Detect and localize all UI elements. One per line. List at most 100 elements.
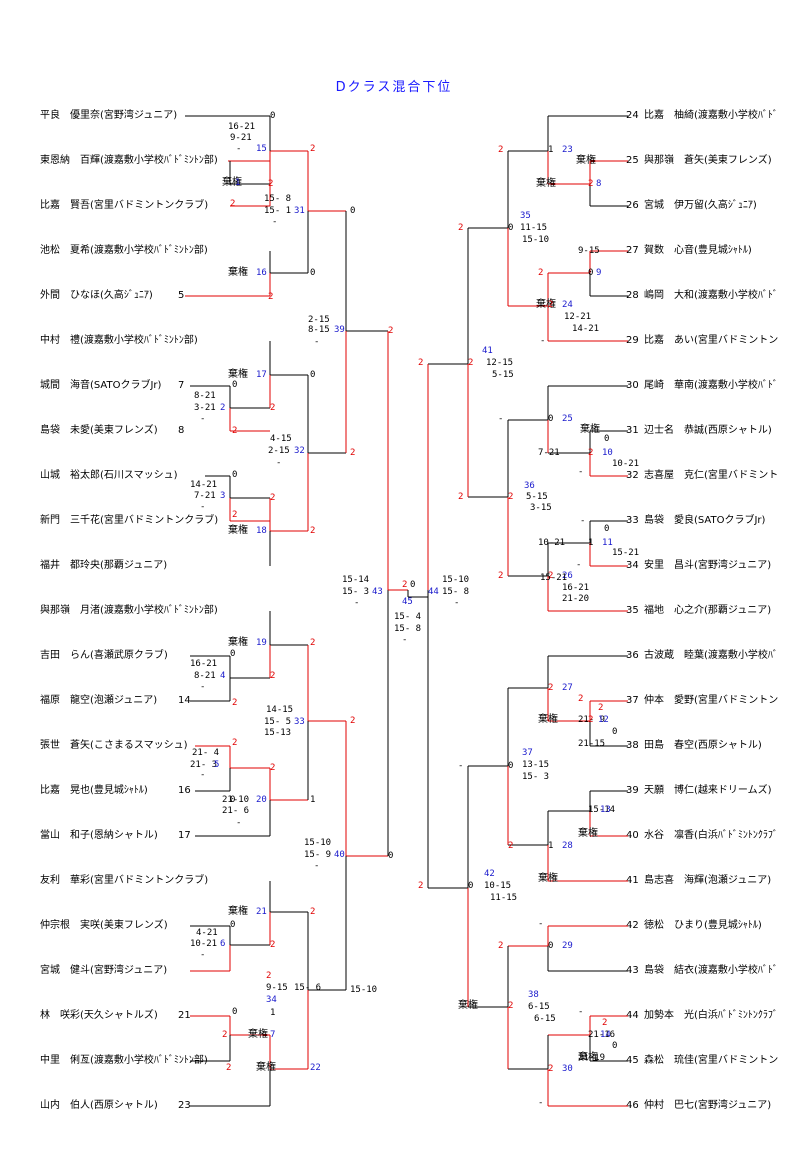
- score-label: 2: [350, 448, 355, 458]
- score-label: 15- 5: [264, 717, 291, 727]
- right-player-43: 島袋 結衣(渡嘉敷小学校ﾊﾞﾄﾞ: [644, 965, 778, 976]
- score-label: 15- 6: [294, 983, 321, 993]
- left-player-21: 林 咲彩(天久シャトルズ): [40, 1010, 158, 1022]
- score-label: -: [458, 761, 463, 771]
- walkover-label: 棄権: [576, 153, 596, 166]
- score-label: 11-15: [520, 223, 547, 233]
- player-name: 山城 裕太郎(石川スマッシュ): [40, 470, 178, 481]
- player-number: 35: [626, 605, 639, 616]
- score-label: 0: [548, 414, 553, 424]
- match-number: 23: [562, 145, 573, 155]
- player-number: 28: [626, 290, 639, 301]
- score-label: 2: [418, 358, 423, 368]
- player-name: 當山 和子(恩納シャトル): [40, 830, 158, 841]
- match-number: 20: [256, 795, 267, 805]
- match-number: 5: [214, 760, 219, 770]
- score-label: 2: [588, 448, 593, 458]
- match-number: 34: [266, 995, 277, 1005]
- score-label: 0: [232, 470, 237, 480]
- score-label: 15-14: [342, 575, 369, 585]
- match-number: 44: [428, 587, 439, 597]
- score-label: 2: [268, 292, 273, 302]
- score-label: 2: [508, 1001, 513, 1011]
- score-label: 2: [310, 144, 315, 154]
- score-label: -: [576, 560, 581, 570]
- score-label: -: [276, 458, 281, 468]
- player-number: 32: [626, 470, 639, 481]
- score-label: 2: [548, 300, 553, 310]
- score-label: 0: [468, 881, 473, 891]
- score-label: 0: [508, 223, 513, 233]
- match-number: 42: [484, 869, 495, 879]
- score-label: 4-21: [196, 928, 218, 938]
- score-label: 2: [508, 492, 513, 502]
- right-player-34: 安里 昌斗(宮野湾ジュニア): [644, 560, 772, 571]
- score-label: 2: [498, 571, 503, 581]
- right-player-29: 比嘉 あい(宮里バドミントン: [644, 335, 779, 346]
- score-label: 2: [508, 841, 513, 851]
- player-number: 41: [626, 875, 639, 886]
- score-label: 0: [230, 795, 235, 805]
- left-player-9: 山城 裕太郎(石川スマッシュ): [40, 470, 178, 482]
- player-number: 5: [178, 290, 185, 301]
- right-player-27: 賀数 心音(豊見城ｼｬﾄﾙ): [644, 245, 752, 256]
- left-player-1: 平良 優里奈(宮野湾ジュニア): [40, 110, 177, 122]
- score-label: 13-15: [522, 760, 549, 770]
- match-number: 45: [402, 597, 413, 607]
- score-label: -: [200, 770, 205, 780]
- player-number: 31: [626, 425, 639, 436]
- score-label: -: [402, 635, 407, 645]
- player-name: 島袋 未愛(美東フレンズ): [40, 425, 158, 436]
- player-number: 26: [626, 200, 639, 211]
- score-label: 2: [310, 638, 315, 648]
- match-number: 19: [256, 638, 267, 648]
- score-label: 2: [468, 358, 473, 368]
- score-label: 1: [548, 841, 553, 851]
- walkover-label: 棄権: [228, 367, 248, 380]
- player-name: 外間 ひなほ(久高ｼﾞｭﾆｱ): [40, 290, 153, 301]
- player-number: 29: [626, 335, 639, 346]
- left-player-8: 島袋 未愛(美東フレンズ): [40, 425, 158, 437]
- score-label: -: [236, 818, 241, 828]
- player-number: 17: [178, 830, 191, 841]
- right-player-44: 加勢本 光(白浜ﾊﾞﾄﾞﾐﾝﾄﾝｸﾗﾌﾞ: [644, 1010, 778, 1021]
- score-label: 0: [410, 580, 415, 590]
- match-number: 15: [256, 144, 267, 154]
- score-label: 0: [232, 1007, 237, 1017]
- score-label: -: [200, 682, 205, 692]
- match-number: 33: [294, 717, 305, 727]
- match-number: 21: [256, 907, 267, 917]
- right-player-30: 尾崎 華南(渡嘉敷小学校ﾊﾞﾄﾞ: [644, 380, 778, 391]
- score-label: -: [538, 1098, 543, 1108]
- player-name: 山内 伯人(西原シャトル): [40, 1100, 158, 1111]
- walkover-label: 棄権: [222, 175, 242, 188]
- score-label: 2: [350, 716, 355, 726]
- score-label: -: [314, 337, 319, 347]
- score-label: 2: [310, 526, 315, 536]
- score-label: 2: [232, 510, 237, 520]
- match-number: 32: [294, 446, 305, 456]
- score-label: 16-21: [190, 659, 217, 669]
- score-label: 4-15: [270, 434, 292, 444]
- right-player-36: 古波蔵 睦葉(渡嘉敷小学校ﾊﾞ: [644, 650, 778, 661]
- match-number: 16: [256, 268, 267, 278]
- score-label: 2: [0, 0, 5, 3]
- left-player-12: 與那嶺 月渚(渡嘉敷小学校ﾊﾞﾄﾞﾐﾝﾄﾝ部): [40, 605, 218, 617]
- left-player-13: 吉田 らん(喜瀬武原クラブ): [40, 650, 168, 662]
- score-label: 0: [388, 851, 393, 861]
- match-number: 8: [596, 179, 601, 189]
- walkover-label: 棄権: [228, 265, 248, 278]
- match-number: 6: [220, 939, 225, 949]
- score-label: 2-15: [268, 446, 290, 456]
- score-label: 0: [270, 111, 275, 121]
- score-label: 9-15: [266, 983, 288, 993]
- right-player-37: 仲本 愛野(宮里バドミントン: [644, 695, 779, 706]
- score-label: 2: [538, 268, 543, 278]
- score-label: 15- 9: [304, 850, 331, 860]
- score-label: 6-15: [534, 1014, 556, 1024]
- score-label: 2: [588, 179, 593, 189]
- score-label: 5-15: [492, 370, 514, 380]
- player-name: 東恩納 百輝(渡嘉敷小学校ﾊﾞﾄﾞﾐﾝﾄﾝ部): [40, 155, 218, 166]
- match-number: 31: [294, 206, 305, 216]
- score-label: 1: [548, 145, 553, 155]
